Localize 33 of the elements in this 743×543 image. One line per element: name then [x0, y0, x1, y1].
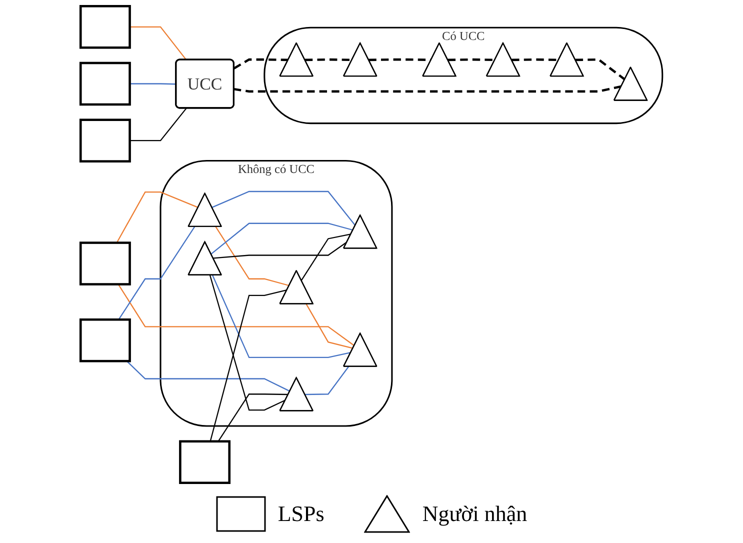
connector: [575, 58, 626, 80]
legend-label: LSPs: [278, 501, 324, 527]
cluster: Không có UCC: [160, 160, 393, 427]
node-box: [179, 440, 231, 484]
node-box: [79, 62, 131, 106]
connector: [215, 226, 290, 286]
connector: [130, 26, 187, 60]
connector: [213, 241, 348, 259]
connector: [116, 192, 199, 244]
node-box: [79, 118, 131, 162]
connector: [306, 304, 354, 349]
connector: [118, 226, 196, 320]
connector: [130, 83, 176, 85]
connector: [209, 275, 286, 411]
legend-label: Người nhận: [422, 501, 528, 527]
connector: [212, 190, 356, 226]
connector: [234, 85, 622, 93]
connector: [212, 275, 352, 358]
node-box: [79, 318, 131, 362]
connector: [300, 234, 352, 281]
node-box: [79, 5, 131, 49]
connector: [218, 394, 288, 442]
connector: [126, 360, 290, 392]
node-box: [79, 242, 131, 286]
connector: [234, 58, 288, 70]
connector: [304, 366, 350, 396]
connector: [512, 58, 559, 62]
connector: [304, 58, 352, 62]
connector: [448, 58, 496, 62]
connector: [118, 284, 355, 346]
connector: [210, 222, 354, 254]
connector: [130, 108, 187, 142]
connector: [210, 289, 288, 442]
